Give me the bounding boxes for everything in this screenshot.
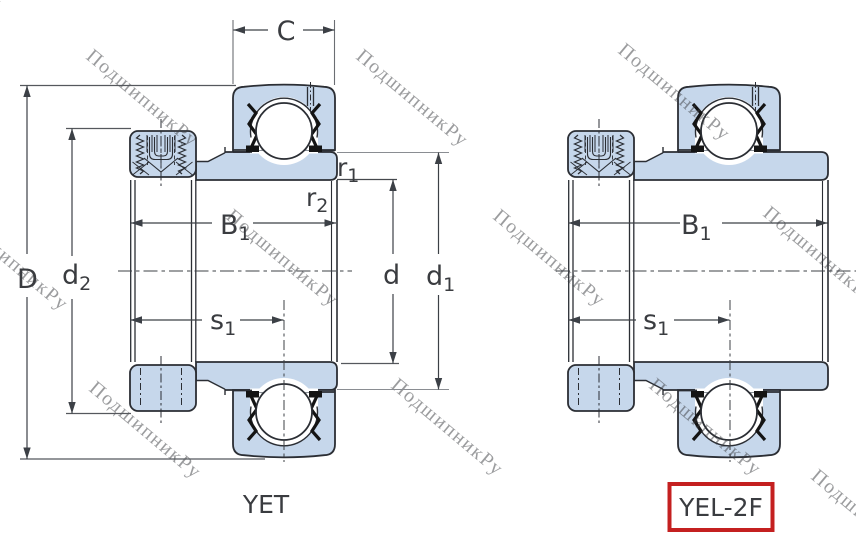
watermark: ПодшипникРу (759, 202, 856, 309)
eccentric-collar-bottom (567, 355, 635, 425)
yet-view (118, 80, 352, 462)
dim-label-r2: r2 (306, 183, 328, 217)
dim-label-B1: B1 (681, 210, 712, 245)
eccentric-collar-top (567, 118, 635, 189)
yel-2f-designation: YEL-2F (678, 493, 763, 522)
dimensions-yet: C D d2 B1 s1 r1 r2 d d1 (17, 16, 455, 460)
dim-label-D: D (17, 264, 38, 295)
dim-label-r1: r1 (337, 153, 359, 187)
inner-ring-sleeve-bottom (633, 361, 829, 391)
dimension-arrows (23, 26, 443, 459)
watermark: ПодшипникРу (807, 465, 856, 552)
dim-label-C: C (277, 16, 296, 47)
dim-label-s1: s1 (210, 305, 236, 340)
inner-ring-sleeve-top (633, 151, 829, 181)
yel-2f-view (556, 80, 856, 462)
dimensions-yel-2f: B1 s1 (568, 210, 828, 340)
watermark: ПодшипникРу (489, 205, 610, 312)
dim-label-d1: d1 (426, 261, 455, 296)
watermark: ПодшипникРу (0, 0, 7, 14)
dim-label-s1: s1 (643, 305, 669, 340)
yet-designation: YET (242, 490, 290, 519)
dim-label-d: d (383, 260, 400, 291)
dim-label-B1: B1 (220, 210, 251, 245)
dimension-arrows (568, 219, 828, 324)
watermark: ПодшипникРу (352, 45, 473, 152)
dim-label-d2: d2 (62, 260, 91, 295)
yel-2f-highlight-box (667, 482, 775, 532)
